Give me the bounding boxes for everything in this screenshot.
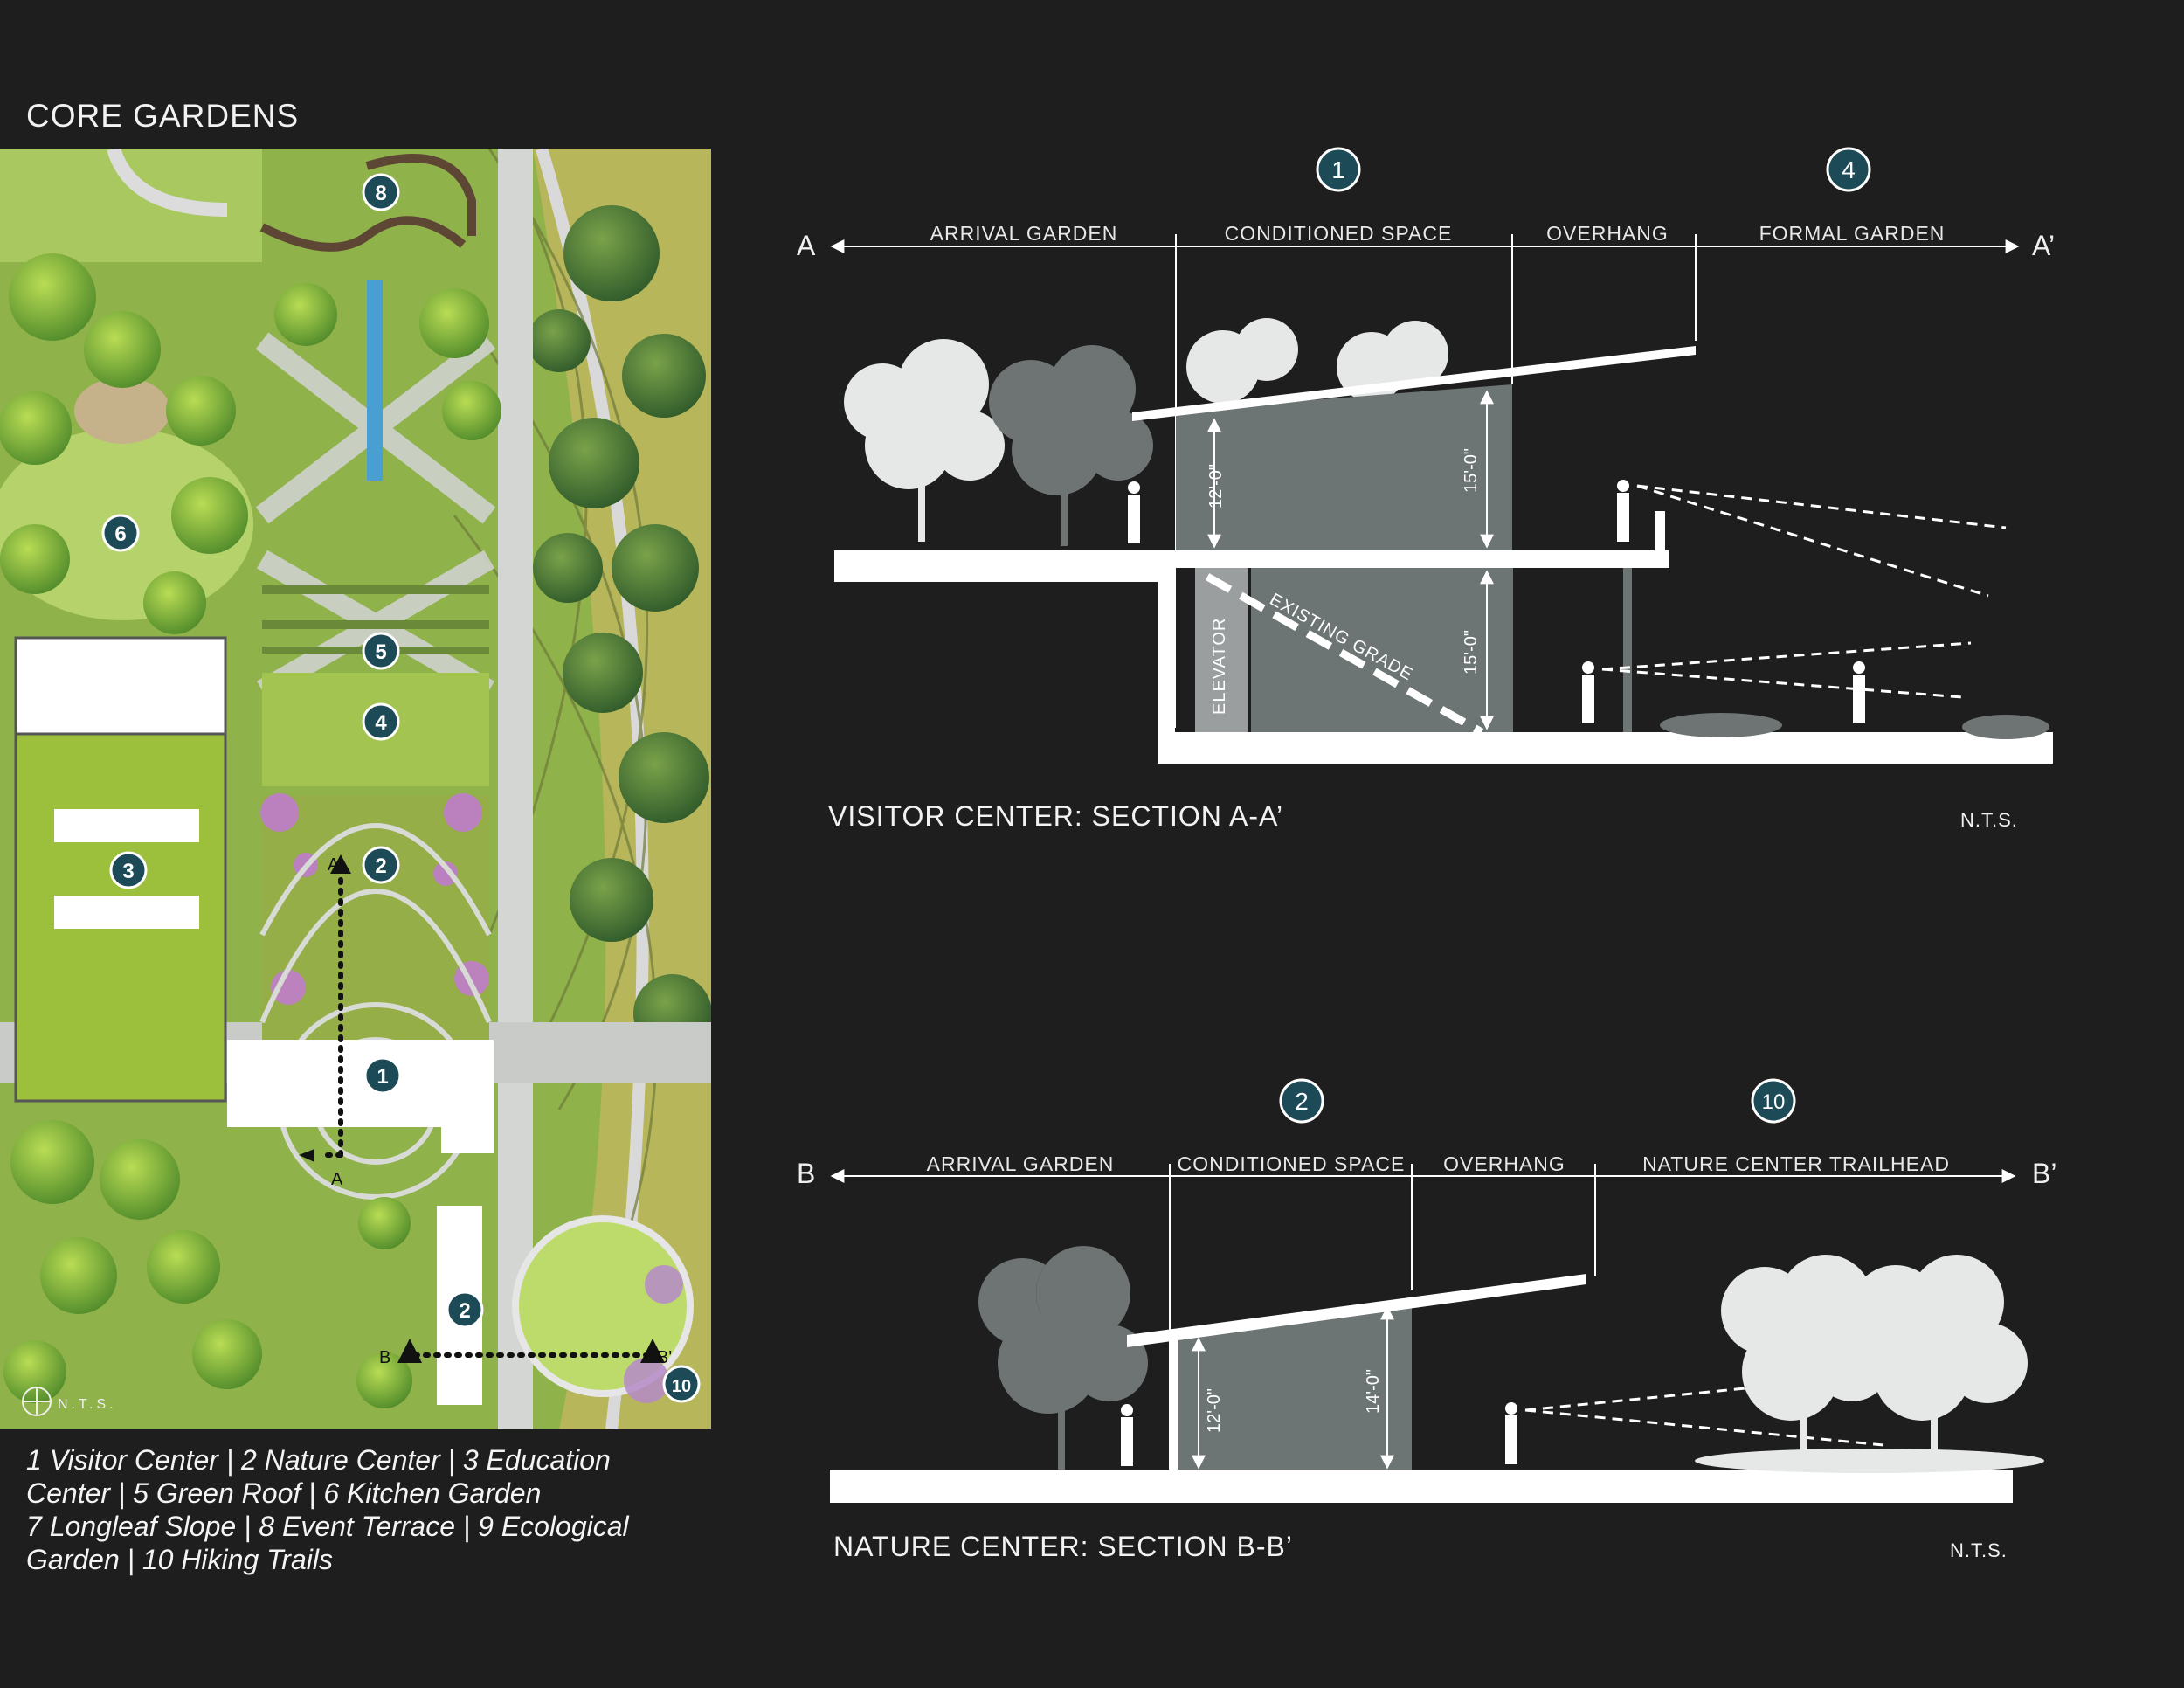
tree-icon <box>978 1246 1148 1471</box>
legend-line: 7 Longleaf Slope | 8 Event Terrace | 9 E… <box>26 1511 629 1542</box>
dim-label: 14'-0" <box>1364 1369 1383 1414</box>
cut-b-end-label: B' <box>657 1348 672 1367</box>
plan-legend: 1 Visitor Center | 2 Nature Center | 3 E… <box>26 1443 725 1576</box>
section-b-drawing: 2 10 B B’ ARRIVAL GARDEN CONDITIONED SPA… <box>797 1078 2056 1503</box>
plan-marker-1: 1 <box>377 1065 388 1089</box>
tree-icon <box>1721 1255 1890 1468</box>
section-a-zone-arrival: ARRIVAL GARDEN <box>930 222 1118 245</box>
person-icon <box>1121 1404 1133 1466</box>
section-a-end-left: A <box>797 230 816 261</box>
tree-icon <box>844 339 1005 542</box>
tree-icon <box>1850 1255 2028 1468</box>
plan-marker-8: 6 <box>114 522 126 546</box>
dim-label: 15'-0" <box>1462 630 1481 675</box>
plan-marker-5: 4 <box>375 711 387 735</box>
shrub-icon <box>1695 1449 2044 1473</box>
section-a-zone-conditioned: CONDITIONED SPACE <box>1225 222 1453 245</box>
section-b-caption: NATURE CENTER: SECTION B-B’ <box>833 1531 1293 1562</box>
section-a-zone-overhang: OVERHANG <box>1546 222 1669 245</box>
section-b-zone-conditioned: CONDITIONED SPACE <box>1178 1152 1406 1175</box>
legend-line: Garden | 10 Hiking Trails <box>26 1544 333 1575</box>
legend-line: 1 Visitor Center | 2 Nature Center | 3 E… <box>26 1444 611 1476</box>
person-icon <box>1505 1402 1517 1464</box>
section-a-marker-4: 4 <box>1842 156 1856 183</box>
person-icon <box>1853 661 1865 723</box>
dim-label: 12'-0" <box>1205 1388 1224 1433</box>
plan-marker-4: 2 <box>375 854 386 878</box>
north-arrow-icon <box>22 1387 52 1416</box>
plan-marker-2: 2 <box>459 1299 470 1323</box>
section-b-end-left: B <box>797 1158 815 1189</box>
section-b-scale: N.T.S. <box>1950 1539 2008 1561</box>
plan-marker-10: 10 <box>672 1377 691 1396</box>
person-icon <box>1617 480 1629 542</box>
section-a-scale: N.T.S. <box>1960 809 2018 831</box>
section-b-marker-2: 2 <box>1295 1088 1309 1115</box>
elevator-label: ELEVATOR <box>1210 618 1229 715</box>
person-icon <box>1128 481 1140 543</box>
cut-a-end-label: A' <box>328 855 342 875</box>
shrub-icon <box>1660 713 2049 739</box>
section-b-zone-trailhead: NATURE CENTER TRAILHEAD <box>1642 1152 1950 1175</box>
tree-icon <box>989 345 1153 546</box>
cut-b-start-label: B <box>379 1348 390 1367</box>
dim-label: 15'-0" <box>1462 448 1481 493</box>
plan-scale-label: N.T.S. <box>58 1397 117 1412</box>
dim-label: 12'-0" <box>1206 464 1226 508</box>
section-b-zone-overhang: OVERHANG <box>1443 1152 1565 1175</box>
section-b-zone-arrival: ARRIVAL GARDEN <box>927 1152 1115 1175</box>
legend-line: Center | 5 Green Roof | 6 Kitchen Garden <box>26 1477 542 1509</box>
page-title: CORE GARDENS <box>26 98 300 134</box>
section-a-end-right: A’ <box>2032 230 2055 261</box>
section-b-marker-10: 10 <box>1762 1090 1786 1114</box>
section-a-drawing: 1 4 A A’ ARRIVAL GARDEN CONDITIONED SPAC… <box>797 147 2055 764</box>
section-a-zone-formal: FORMAL GARDEN <box>1759 222 1946 245</box>
rooftop-trees-icon <box>1186 318 1448 404</box>
section-b-end-right: B’ <box>2032 1158 2056 1189</box>
section-a-marker-1: 1 <box>1331 156 1345 183</box>
plan-marker-3: 3 <box>122 860 134 883</box>
site-plan: A' A B B' N.T.S. 8 6 5 4 3 2 1 2 10 <box>0 149 711 1429</box>
section-a-caption: VISITOR CENTER: SECTION A-A’ <box>828 800 1284 832</box>
cut-a-start-label: A <box>331 1170 343 1189</box>
person-icon <box>1582 661 1594 723</box>
plan-marker-6: 5 <box>375 640 386 664</box>
plan-marker-9: 8 <box>375 182 386 205</box>
